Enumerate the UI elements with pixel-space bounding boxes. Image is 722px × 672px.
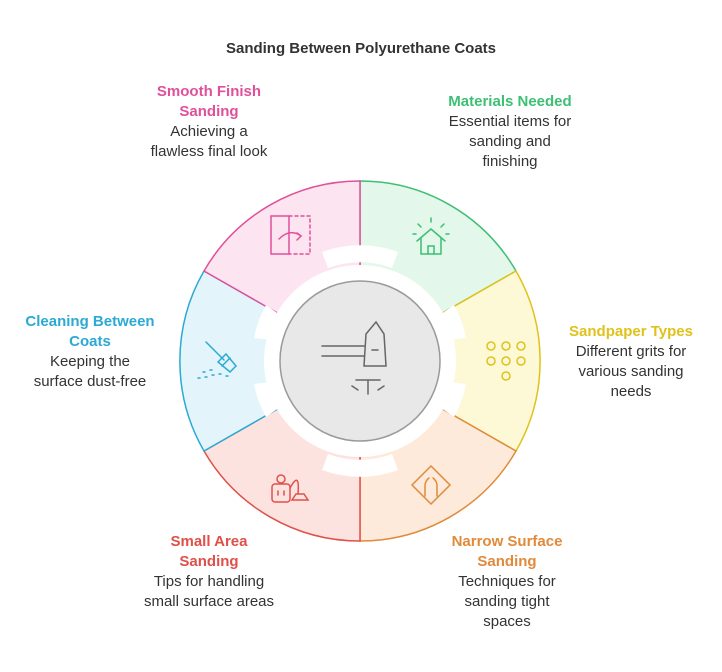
heading-sandpaper-types: Sandpaper Types — [569, 323, 693, 340]
vacuum-icon — [271, 474, 310, 503]
heading-small-area: Small Area Sanding — [170, 533, 248, 570]
sander-icon — [321, 320, 387, 395]
label-small-area: Small Area Sanding Tips for handling sma… — [134, 532, 284, 612]
desc-smooth-finish: Achieving a flawless final look — [150, 123, 268, 160]
broom-icon — [197, 341, 238, 379]
label-cleaning: Cleaning Between Coats Keeping the surfa… — [14, 312, 166, 392]
heading-cleaning: Cleaning Between Coats — [25, 313, 155, 350]
label-smooth-finish: Smooth Finish Sanding Achieving a flawle… — [134, 82, 284, 162]
house-icon — [412, 217, 450, 255]
heading-smooth-finish: Smooth Finish Sanding — [156, 83, 262, 120]
diagram-title: Sanding Between Polyurethane Coats — [225, 40, 497, 57]
center-hub — [279, 280, 441, 442]
desc-narrow-surface: Techniques for sanding tight spaces — [458, 573, 556, 630]
desc-cleaning: Keeping the surface dust-free — [33, 353, 147, 390]
heading-materials-needed: Materials Needed — [448, 93, 572, 110]
label-narrow-surface: Narrow Surface Sanding Techniques for sa… — [432, 532, 582, 632]
label-sandpaper-types: Sandpaper Types Different grits for vari… — [556, 322, 706, 402]
mirror-icon — [270, 215, 311, 255]
grit-dots-icon — [486, 341, 526, 381]
heading-narrow-surface: Narrow Surface Sanding — [451, 533, 563, 570]
label-materials-needed: Materials Needed Essential items for san… — [410, 92, 610, 172]
desc-materials-needed: Essential items for sanding and finishin… — [448, 113, 572, 170]
narrow-path-icon — [410, 464, 452, 506]
desc-small-area: Tips for handling small surface areas — [143, 573, 275, 610]
desc-sandpaper-types: Different grits for various sanding need… — [575, 343, 687, 400]
